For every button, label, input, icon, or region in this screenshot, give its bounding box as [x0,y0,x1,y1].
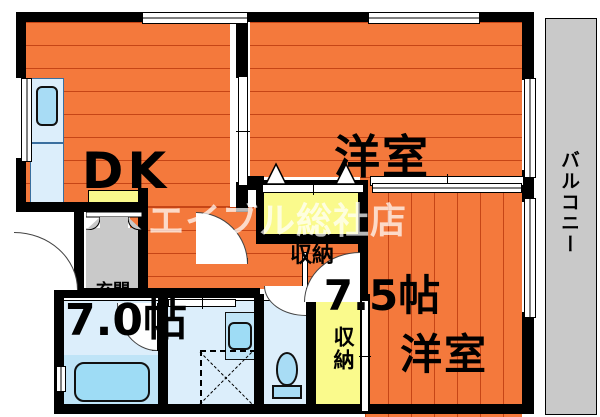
wall-bottom [54,404,534,414]
kitchen-window [21,78,32,162]
window-dk-top [142,12,248,24]
wall-top-right [478,12,530,22]
balcony-label: バルコニー [558,150,580,255]
room-dk-label: DK 7.0帖 [65,142,187,346]
window-western-lower-top [372,183,522,193]
kitchen-sink-basin [36,86,58,126]
toilet-door-swing [264,286,306,316]
wall-bath-washroom [158,294,168,412]
washroom-entry-door [168,297,236,309]
balcony-area [545,18,597,415]
dk-door-swing [196,212,248,264]
closet-lower-door [359,300,371,412]
western-lower-door-swing [304,252,360,302]
room-western-lower-floor [365,190,522,417]
entrance-label: 玄関 [96,280,130,301]
wall-entrance-right [138,188,148,294]
closet-center-open-marks [262,160,362,186]
wall-dk-western-upper [236,12,248,78]
wall-left-dk [16,12,26,78]
closet-center-door [262,182,364,195]
wall-toilet-closet [306,294,316,412]
wall-western-lower-right [522,312,534,412]
washing-machine-space [200,350,256,406]
wall-closet-center-bottom [256,234,366,244]
wall-western-upper-right [522,12,534,80]
wall-dk-western-upper-2 [236,182,248,212]
wall-top [16,12,142,22]
wall-hallway-bottom-2 [160,288,260,298]
wall-top-mid [246,12,368,22]
entrance-area [86,228,140,290]
bathtub [74,362,150,402]
room-western-upper-floor [250,22,522,177]
kitchen-counter-divider [30,142,64,144]
room-western-lower-label: 洋室 6.5帖 [399,329,488,379]
wall-closet-center-left [256,180,264,240]
partition-dk-western-upper [236,76,250,186]
toilet-tank [272,385,302,399]
wash-basin [228,322,252,350]
bathroom-window [56,366,66,392]
window-balcony-lower [524,198,536,318]
closet-lower [314,298,364,414]
closet-lower-label: 収納 [331,326,355,372]
room-western-upper-label: 洋室 7.5帖 [323,129,441,320]
wall-entrance-left [74,202,84,294]
shoe-box-doors [86,212,142,230]
wall-hallway-bottom [58,288,164,298]
wall-washroom-toilet [254,294,264,412]
front-door-swing [14,232,78,290]
closet-center-label: 収納 [289,242,334,268]
window-western-upper-top [368,12,480,24]
wall-left-dk-2 [16,158,26,210]
bathroom-door-swing [117,303,157,351]
wall-western-upper-right-2 [522,170,534,202]
window-balcony-upper [524,78,536,178]
wall-left-lower [54,288,64,412]
